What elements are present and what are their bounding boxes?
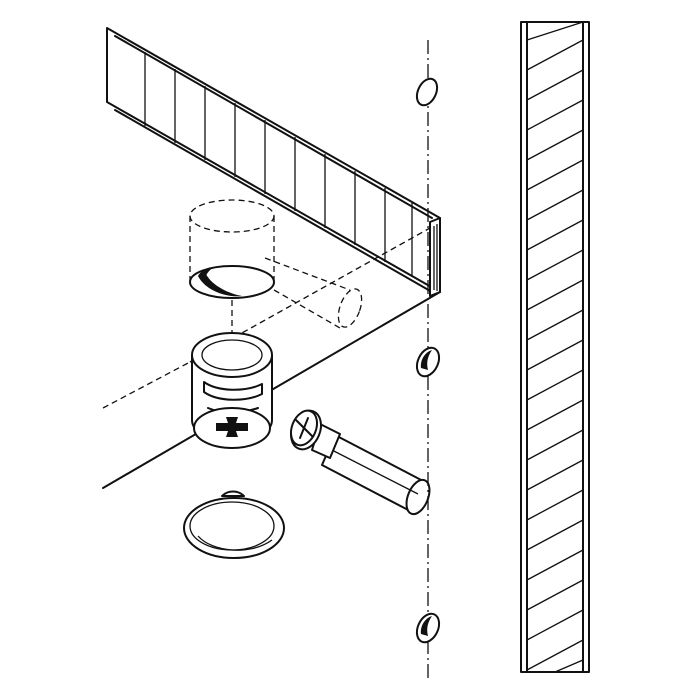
support-hole-2 <box>415 346 441 378</box>
connecting-bolt <box>289 409 431 516</box>
side-wall-holes <box>415 40 441 680</box>
shelf-panel <box>102 27 441 489</box>
side-wall <box>520 21 590 673</box>
support-hole-3 <box>415 612 441 644</box>
shelf-front-edge <box>106 27 441 297</box>
support-hole-1 <box>415 77 439 107</box>
wall-hatching <box>526 21 584 673</box>
cam-lock-housing <box>191 332 273 449</box>
cover-cap <box>183 490 285 559</box>
bore-opening <box>189 265 275 299</box>
